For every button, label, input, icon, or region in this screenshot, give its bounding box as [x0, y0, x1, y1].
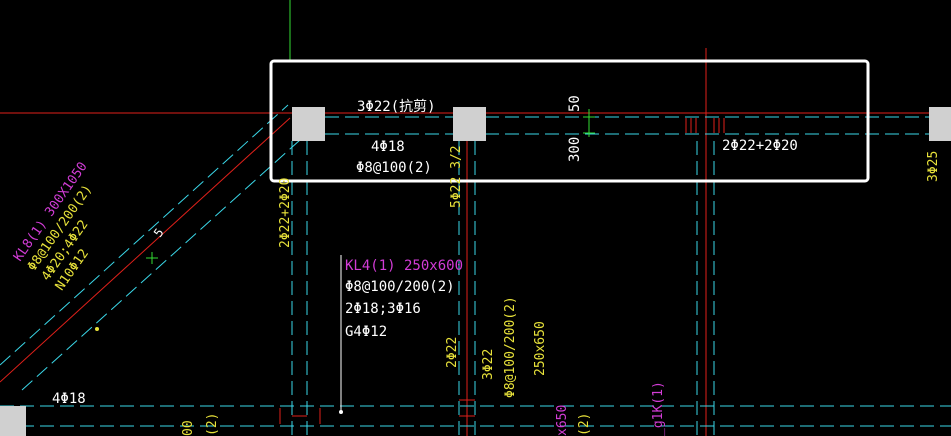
label-bottom-2a: (2)	[577, 413, 592, 436]
label-dim-50: 50	[567, 95, 583, 112]
label-v-2phi22: 2Φ22	[445, 337, 460, 368]
label-bottom-x650: x650	[555, 405, 570, 436]
label-right-edge: 3Φ25	[926, 151, 941, 182]
label-top-rebar: 3Φ22(抗剪)	[357, 99, 436, 115]
column-4[interactable]	[0, 406, 26, 436]
label-dim-300: 300	[567, 137, 583, 162]
column-2[interactable]	[453, 107, 486, 141]
kl4-side: G4Φ12	[345, 324, 387, 340]
column-3[interactable]	[929, 107, 951, 141]
column-1[interactable]	[292, 107, 325, 141]
beam-outlines	[0, 104, 951, 436]
label-mid-rebar: 2Φ22+2Φ20	[722, 138, 798, 154]
kl8-annotation: KL8(1) 300X1050 Φ8@100/200(2) 4Φ20;4Φ22 …	[11, 160, 96, 294]
columns	[0, 107, 951, 436]
label-col-left: 2Φ22+2Φ20	[278, 178, 293, 248]
label-bottom-left-rebar: 4Φ18	[52, 391, 86, 407]
magenta-labels: x650 _g1K(1)	[555, 381, 666, 436]
axis-diagonal	[0, 117, 291, 383]
label-v-stirrup: Φ8@100/200(2)	[503, 296, 518, 398]
label-v-3phi22: 3Φ22	[481, 349, 496, 380]
diag-dot	[95, 327, 99, 331]
green-marks	[146, 109, 595, 264]
kl4-rebar: 2Φ18;3Φ16	[345, 301, 421, 317]
diag-beam-b	[21, 139, 301, 391]
diag-beam-a	[0, 104, 289, 366]
label-bottom-rebar: 4Φ18	[371, 139, 405, 155]
label-v-size: 250x650	[533, 321, 548, 376]
label-bottom-2b: (2)	[205, 413, 220, 436]
rebar-ticks	[279, 118, 725, 424]
kl4-leader-dot	[339, 410, 343, 414]
label-col-mid: 5Φ22 3/2	[449, 145, 464, 208]
label-bottom-g1k1: _g1K(1)	[651, 381, 666, 436]
vertical-labels: 3Φ25 2Φ22+2Φ20 5Φ22 3/2 2Φ22 3Φ22 Φ8@100…	[181, 145, 941, 436]
highlight-selection-box[interactable]	[269, 59, 870, 183]
beam-annotations: 3Φ22(抗剪) 4Φ18 Φ8@100(2) 50 300 2Φ22+2Φ20	[356, 95, 798, 176]
kl4-name: KL4(1) 250x600	[345, 258, 463, 274]
diag-mark: 5	[151, 226, 167, 240]
label-stirrup: Φ8@100(2)	[356, 160, 432, 176]
label-bottom-00: 00	[181, 420, 196, 436]
kl4-stirrup: Φ8@100/200(2)	[345, 279, 455, 295]
kl4-annotation: KL4(1) 250x600 Φ8@100/200(2) 2Φ18;3Φ16 G…	[345, 258, 463, 340]
